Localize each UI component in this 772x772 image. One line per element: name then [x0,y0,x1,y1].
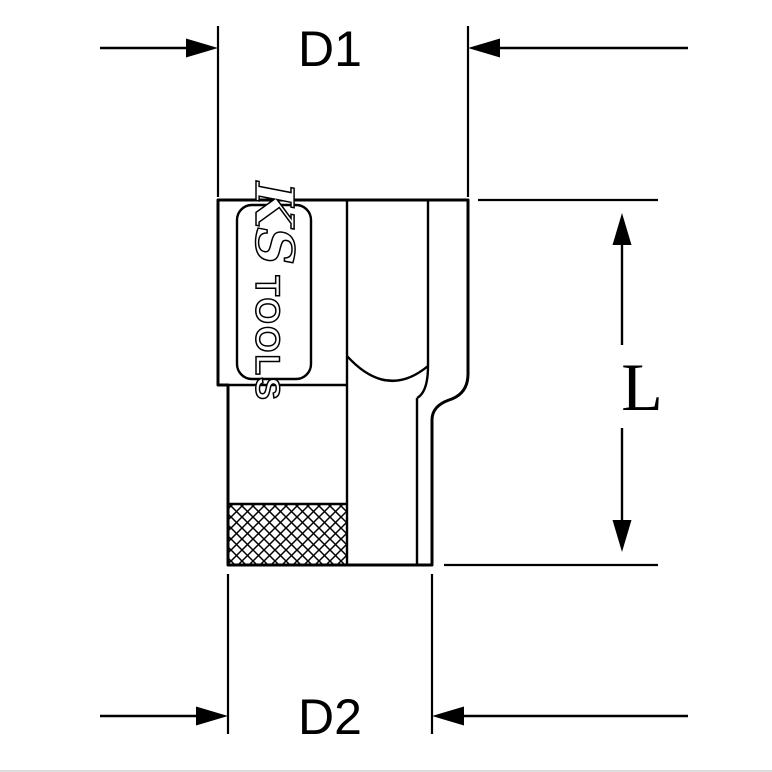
logo-text-group: KS TOOLS [242,179,305,402]
logo-border [235,203,313,381]
dimension-l: L [444,198,663,567]
d2-arrowhead-left [196,706,228,726]
socket-outline [216,198,470,567]
chamfer-curve [346,355,429,382]
d2-arrowhead-right [432,706,464,726]
logo-tools-text: TOOLS [248,275,286,402]
l-arrowhead-up [612,213,632,245]
dimension-label-d1: D1 [298,21,362,77]
logo-text: KS TOOLS [243,180,304,402]
dimension-d2: D2 [100,574,688,745]
ks-tools-logo: KS TOOLS [235,179,313,403]
dimension-label-d2: D2 [298,689,362,745]
image-bottom-edge [0,770,772,772]
d1-arrowhead-right [468,38,500,58]
dimension-label-l: L [621,349,663,425]
d1-arrowhead-left [186,38,218,58]
dimension-d1: D1 [100,21,688,197]
knurl-band [228,504,347,565]
logo-ks-text: KS [243,180,304,265]
chamfer-corner-curve [416,365,430,400]
l-arrowhead-down [612,520,632,552]
socket-body: KS TOOLS [216,179,470,567]
